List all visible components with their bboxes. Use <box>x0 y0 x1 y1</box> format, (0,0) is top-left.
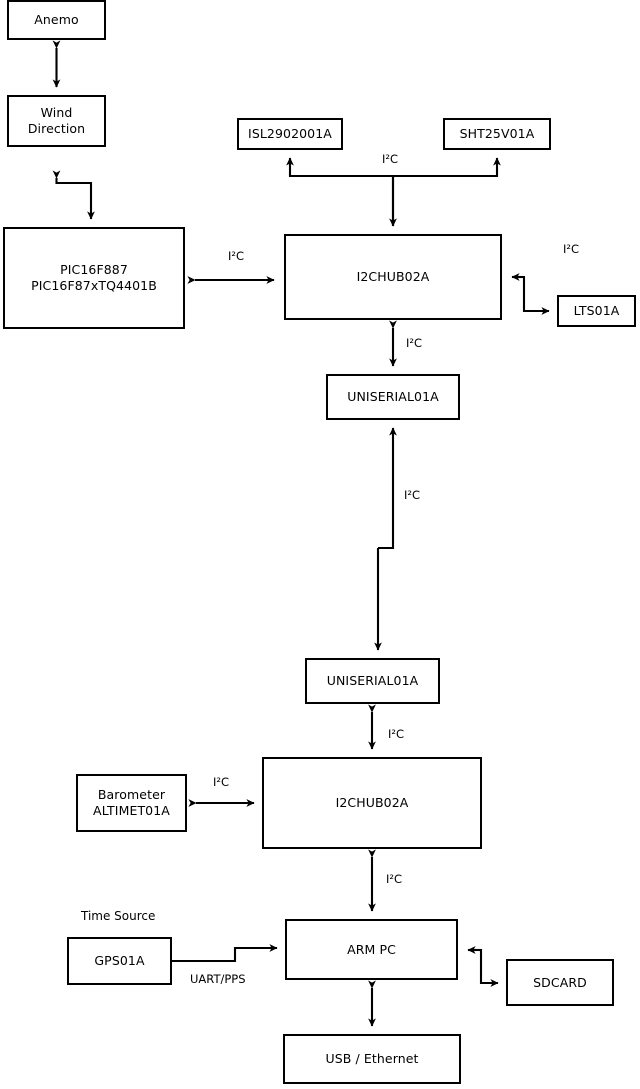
edge-label-i2c-uniserial-hub2: I²C <box>388 727 405 741</box>
edge-label-i2c-hub-lts: I²C <box>563 242 580 256</box>
edge-label-i2c-pic-hub: I²C <box>228 249 245 263</box>
node-pic-microcontroller[interactable]: PIC16F887 PIC16F87xTQ4401B <box>3 227 185 329</box>
node-usb-ethernet[interactable]: USB / Ethernet <box>283 1034 461 1084</box>
edge-gps-armpc <box>172 944 278 963</box>
node-uniserial01a-upper[interactable]: UNISERIAL01A <box>326 374 460 420</box>
node-i2chub02a-bottom[interactable]: I2CHUB02A <box>262 757 482 849</box>
node-barometer-altimet01a[interactable]: Barometer ALTIMET01A <box>76 774 187 832</box>
edge-label-i2c-hub-sensors: I²C <box>382 152 399 166</box>
edge-uniserial-link-up <box>378 427 397 550</box>
node-uniserial01a-lower[interactable]: UNISERIAL01A <box>305 658 440 704</box>
label-time-source: Time Source <box>81 909 156 923</box>
node-wind-direction[interactable]: Wind Direction <box>7 95 106 147</box>
edge-label-i2c-hub2-armpc: I²C <box>386 872 403 886</box>
node-lts01a[interactable]: LTS01A <box>557 295 636 327</box>
edge-label-i2c-barometer-hub2: I²C <box>213 775 230 789</box>
node-i2chub02a-top[interactable]: I2CHUB02A <box>284 234 502 320</box>
edge-sensorbus-right <box>393 157 501 178</box>
edge-armpc-sdcard <box>468 948 499 987</box>
edge-label-uart-pps: UART/PPS <box>190 972 246 986</box>
node-anemo[interactable]: Anemo <box>7 0 106 40</box>
node-arm-pc[interactable]: ARM PC <box>285 919 458 980</box>
edge-hub-sensorbus <box>286 157 395 226</box>
edge-label-i2c-hub-uniserial: I²C <box>406 336 423 350</box>
edge-hub-lts <box>512 275 550 315</box>
node-sht25v01a[interactable]: SHT25V01A <box>443 118 551 150</box>
node-sdcard[interactable]: SDCARD <box>506 959 614 1006</box>
node-isl2902001a[interactable]: ISL2902001A <box>237 118 343 150</box>
node-gps01a[interactable]: GPS01A <box>67 937 172 985</box>
edge-pic-wind <box>52 170 95 220</box>
edge-label-i2c-uniserial-link: I²C <box>404 488 421 502</box>
